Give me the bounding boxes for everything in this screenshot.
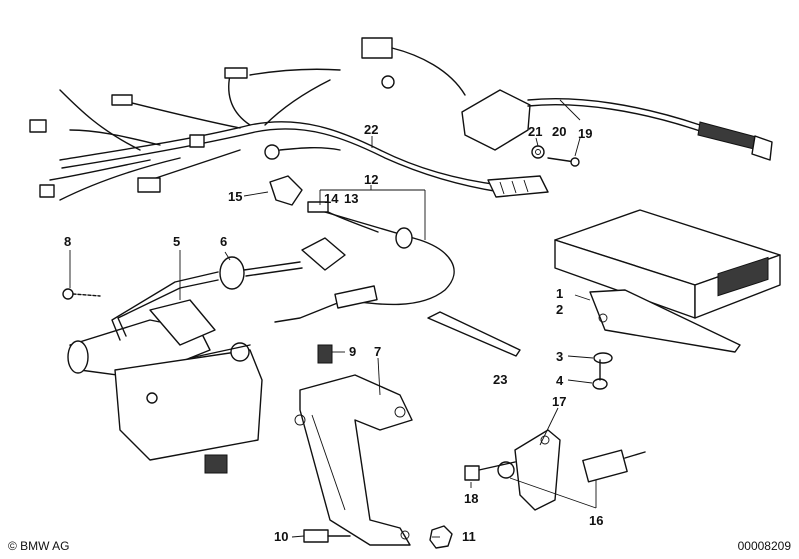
callout-16: 16 <box>589 513 603 528</box>
callout-2: 2 <box>556 302 563 317</box>
callout-17: 17 <box>552 394 566 409</box>
lead-terminal-icon <box>697 121 761 151</box>
callout-19: 19 <box>578 126 592 141</box>
copyright-label: © BMW AG <box>8 539 70 553</box>
harness-connector-icon <box>111 94 133 106</box>
clip-9[interactable] <box>317 344 333 364</box>
callout-4: 4 <box>556 373 564 388</box>
screw-head-icon <box>570 157 580 167</box>
actuator-mount-icon <box>204 454 228 474</box>
bracket-7[interactable] <box>294 374 413 546</box>
callout-6: 6 <box>220 234 227 249</box>
screw-18[interactable] <box>464 461 516 481</box>
actuator-5[interactable] <box>67 271 263 474</box>
nut-21[interactable] <box>531 145 545 159</box>
harness-grommet-icon <box>189 134 205 148</box>
nut-icon <box>429 525 453 549</box>
harness-connector-icon <box>137 177 161 193</box>
bracket-icon <box>299 374 413 546</box>
bracket-2[interactable] <box>589 289 741 353</box>
cable-tie-23[interactable] <box>427 311 521 357</box>
switch-16[interactable] <box>497 449 646 483</box>
clip-icon <box>269 175 303 206</box>
cable-tie-icon <box>427 311 521 357</box>
callout-14: 14 <box>324 191 339 206</box>
wiring-lead-19[interactable] <box>361 37 773 161</box>
harness-connector-icon <box>39 184 55 198</box>
callout-20: 20 <box>552 124 566 139</box>
clip-15[interactable] <box>269 175 303 206</box>
bolt-icon <box>303 529 329 543</box>
cable-adjuster-icon <box>334 285 378 309</box>
callout-8: 8 <box>64 234 71 249</box>
harness-connector-icon <box>29 119 47 133</box>
control-unit-connector-icon <box>717 256 769 297</box>
lead-end-plug-icon <box>751 135 773 161</box>
screw-head-icon <box>464 465 480 481</box>
callout-12: 12 <box>364 172 378 187</box>
callout-7: 7 <box>374 344 381 359</box>
cable-bushing-icon <box>219 256 245 290</box>
screw-8[interactable] <box>62 288 101 300</box>
callout-13: 13 <box>344 191 358 206</box>
bowden-cable-12[interactable] <box>274 201 455 323</box>
bracket-17[interactable] <box>514 429 561 511</box>
callout-18: 18 <box>464 491 478 506</box>
wiring-harness[interactable] <box>29 67 549 201</box>
washer-icon <box>593 352 613 364</box>
actuator-housing-icon <box>114 349 263 461</box>
washer-3[interactable] <box>593 352 613 364</box>
lead-connector-icon <box>361 37 393 59</box>
cable-6[interactable] <box>219 237 346 290</box>
callout-15: 15 <box>228 189 242 204</box>
cable-plug-icon <box>301 237 346 271</box>
switch-nut-icon <box>497 461 515 479</box>
switch-bracket-icon <box>514 429 561 511</box>
actuator-cover-icon <box>149 299 216 346</box>
callout-11: 11 <box>462 529 476 544</box>
callout-22: 22 <box>364 122 378 137</box>
callout-10: 10 <box>274 529 288 544</box>
nut-icon <box>531 145 545 159</box>
callout-1: 1 <box>556 286 563 301</box>
harness-connector-icon <box>224 67 248 79</box>
mounting-bracket-icon <box>589 289 741 353</box>
clip-nut-icon <box>317 344 333 364</box>
motor-endcap-icon <box>67 340 89 374</box>
callout-21: 21 <box>528 124 542 139</box>
harness-main-plug-icon <box>487 175 549 198</box>
switch-body-icon <box>582 449 628 483</box>
nut-11[interactable] <box>429 525 453 549</box>
screw-20[interactable] <box>547 157 580 167</box>
callout-3: 3 <box>556 349 563 364</box>
cable-grommet-icon <box>395 227 413 249</box>
screw-4[interactable] <box>592 359 608 390</box>
callout-9: 9 <box>349 344 356 359</box>
callout-5: 5 <box>173 234 180 249</box>
control-unit-1[interactable] <box>554 209 781 319</box>
callout-23: 23 <box>493 372 507 387</box>
screw-head-icon <box>62 288 74 300</box>
harness-ring-terminal-icon <box>381 75 395 89</box>
cable-end-14-icon <box>307 201 329 213</box>
harness-plug-icon <box>264 144 280 160</box>
relay-module-icon <box>461 89 531 151</box>
bolt-10[interactable] <box>303 529 351 543</box>
diagram-id-label: 00008209 <box>737 539 791 553</box>
callout-leaders <box>69 99 597 538</box>
